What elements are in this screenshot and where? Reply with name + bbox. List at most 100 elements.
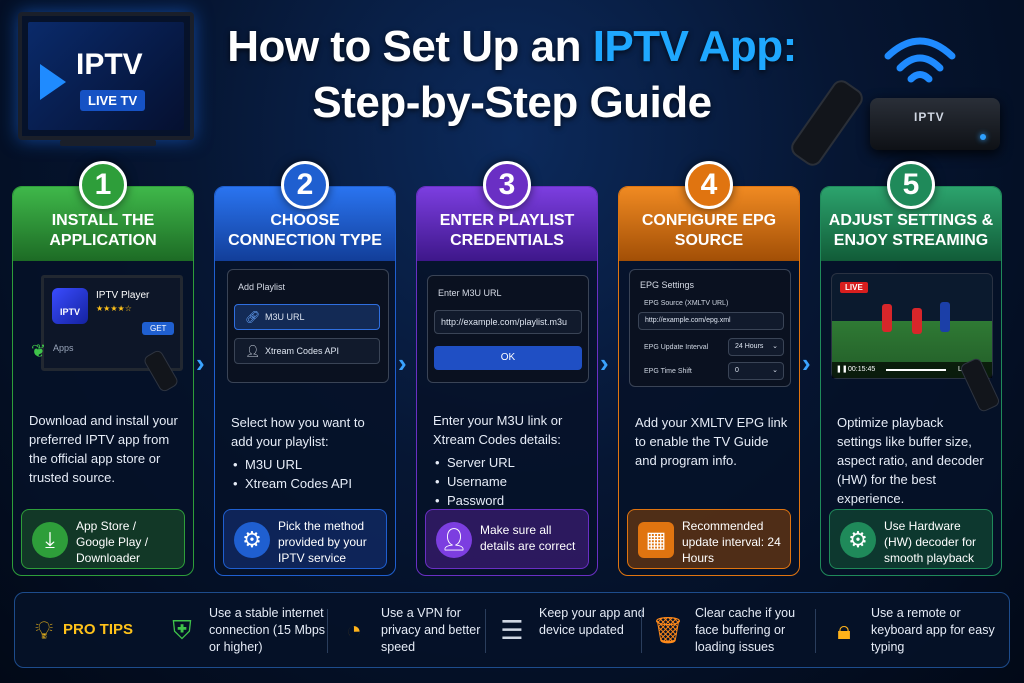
pro-tips-label: PRO TIPS bbox=[63, 621, 134, 638]
player-figure bbox=[882, 304, 892, 332]
bullet-item: Password bbox=[433, 491, 587, 510]
bullet-list: Server URL Username Password bbox=[433, 453, 587, 510]
play-icon bbox=[40, 64, 66, 100]
bullet-item: M3U URL bbox=[231, 455, 385, 474]
app-name: IPTV Player bbox=[96, 290, 150, 301]
interval-select[interactable]: 24 Hours ⌄ bbox=[728, 338, 784, 356]
epg-settings-mock: EPG Settings EPG Source (XMLTV URL) http… bbox=[629, 269, 791, 387]
tv-stand bbox=[60, 140, 156, 146]
m3u-option[interactable]: 🔗︎ M3U URL bbox=[234, 304, 380, 330]
add-playlist-mock: Add Playlist 🔗︎ M3U URL 👤︎ Xtream Codes … bbox=[227, 269, 389, 383]
chevron-down-icon: ⌄ bbox=[772, 343, 778, 350]
step-tip: ▦ Recommended update interval: 24 Hours bbox=[627, 509, 791, 569]
page-title-line1: How to Set Up an IPTV App: bbox=[0, 22, 1024, 72]
time-shift-label: EPG Time Shift bbox=[644, 368, 692, 375]
step-title: Install the Application bbox=[49, 212, 157, 249]
step-number: 1 bbox=[79, 161, 127, 209]
chevron-right-icon: › bbox=[196, 348, 205, 378]
m3u-url-input[interactable]: http://example.com/playlist.m3u bbox=[434, 310, 582, 334]
step-description: Add your XMLTV EPG link to enable the TV… bbox=[635, 415, 788, 468]
ok-button[interactable]: OK bbox=[434, 346, 582, 370]
chevron-right-icon: › bbox=[802, 348, 811, 378]
live-badge: LIVE bbox=[840, 282, 868, 293]
page-title-line2: Step-by-Step Guide bbox=[312, 78, 712, 127]
step-card-2: 2 Choose Connection Type Add Playlist 🔗︎… bbox=[214, 161, 396, 576]
pro-tip-text: Use a remote or keyboard app for easy ty… bbox=[871, 606, 995, 654]
get-button[interactable]: GET bbox=[142, 322, 175, 335]
interval-value: 24 Hours bbox=[735, 343, 764, 350]
player-figure bbox=[912, 308, 922, 334]
tip-text: App Store / Google Play / Downloader bbox=[76, 519, 149, 565]
shield-check-icon: ⛨ bbox=[172, 615, 192, 645]
tv-logo-text: IPTV bbox=[76, 48, 143, 81]
xtream-option[interactable]: 👤︎ Xtream Codes API bbox=[234, 338, 380, 364]
gear-icon: ⚙ bbox=[840, 522, 876, 558]
lock-icon: 🔒︎ bbox=[837, 615, 851, 645]
bullet-list: M3U URL Xtream Codes API bbox=[231, 455, 385, 493]
download-icon: ⤓ bbox=[32, 522, 68, 558]
step-card-4: 4 Configure EPG Source EPG Settings EPG … bbox=[618, 161, 800, 576]
description-text: Enter your M3U link or Xtream Codes deta… bbox=[433, 413, 563, 447]
user-icon: 👤︎ bbox=[245, 344, 261, 358]
step-title: Choose Connection Type bbox=[228, 212, 382, 249]
step-tip: ⤓ App Store / Google Play / Downloader bbox=[21, 509, 185, 569]
tip-text: Make sure all details are correct bbox=[480, 523, 576, 553]
app-rating: ★★★★☆ bbox=[96, 304, 132, 313]
user-icon: 👤︎ bbox=[436, 522, 472, 558]
bullet-item: Server URL bbox=[433, 453, 587, 472]
step-card-5: 5 Adjust Settings & Enjoy Streaming LIVE… bbox=[820, 161, 1002, 576]
step-description: Download and install your preferred IPTV… bbox=[29, 413, 178, 485]
pro-tip-text: Keep your app and device updated bbox=[539, 606, 645, 637]
divider bbox=[641, 609, 642, 653]
epg-source-input[interactable]: http://example.com/epg.xml bbox=[638, 312, 784, 330]
progress-track[interactable] bbox=[886, 369, 946, 371]
title-prefix: How to Set Up an bbox=[227, 22, 593, 71]
mock-heading: Add Playlist bbox=[238, 282, 286, 292]
pause-icon[interactable]: ❚❚ bbox=[836, 366, 848, 373]
title-highlight: IPTV App: bbox=[592, 22, 798, 71]
option-label: Xtream Codes API bbox=[265, 346, 340, 356]
chevron-right-icon: › bbox=[600, 348, 609, 378]
description-text: Select how you want to add your playlist… bbox=[231, 415, 365, 449]
video-player-mock: LIVE ❚❚ 00:15:45 LIVE bbox=[831, 273, 993, 379]
wifi-icon bbox=[884, 37, 956, 83]
step-description: Enter your M3U link or Xtream Codes deta… bbox=[433, 411, 587, 510]
pro-tips-bar: 💡︎ PRO TIPS ⛨ Use a stable internet conn… bbox=[14, 592, 1010, 668]
step-description: Select how you want to add your playlist… bbox=[231, 413, 385, 493]
step-number: 3 bbox=[483, 161, 531, 209]
step-tip: 👤︎ Make sure all details are correct bbox=[425, 509, 589, 569]
interval-label: EPG Update Interval bbox=[644, 344, 709, 351]
checklist-icon: ☰ bbox=[500, 615, 524, 645]
step-title: Configure EPG Source bbox=[641, 212, 777, 249]
step-description: Optimize playback settings like buffer s… bbox=[837, 415, 984, 506]
playback-time: 00:15:45 bbox=[848, 366, 876, 373]
speedometer-icon: ◔ bbox=[346, 615, 362, 645]
time-shift-select[interactable]: 0⌄ bbox=[728, 362, 784, 380]
plant-icon: ❦ bbox=[31, 341, 47, 361]
mock-heading: Enter M3U URL bbox=[438, 288, 502, 298]
step-title: Adjust Settings & Enjoy Streaming bbox=[828, 212, 994, 249]
tv-guide-icon: ▦ bbox=[638, 522, 674, 558]
step-number: 2 bbox=[281, 161, 329, 209]
step-tip: ⚙ Use Hardware (HW) decoder for smooth p… bbox=[829, 509, 993, 569]
step-title: Enter Playlist Credentials bbox=[439, 212, 575, 249]
player-figure bbox=[940, 302, 950, 332]
step-number: 5 bbox=[887, 161, 935, 209]
bullet-item: Xtream Codes API bbox=[231, 474, 385, 493]
tip-text: Use Hardware (HW) decoder for smooth pla… bbox=[884, 519, 977, 565]
shift-value: 0 bbox=[735, 367, 739, 374]
link-icon: 🔗︎ bbox=[245, 310, 261, 324]
led-icon bbox=[980, 134, 986, 140]
bullet-item: Username bbox=[433, 472, 587, 491]
trash-icon: 🗑︎ bbox=[651, 615, 685, 645]
epg-source-label: EPG Source (XMLTV URL) bbox=[644, 300, 729, 307]
divider bbox=[485, 609, 486, 653]
chevron-right-icon: › bbox=[398, 348, 407, 378]
option-label: M3U URL bbox=[265, 312, 305, 322]
tv-live-badge: LIVE TV bbox=[80, 90, 146, 111]
step-card-3: 3 Enter Playlist Credentials Enter M3U U… bbox=[416, 161, 598, 576]
app-logo-icon: IPTV bbox=[52, 288, 88, 324]
m3u-entry-mock: Enter M3U URL http://example.com/playlis… bbox=[427, 275, 589, 383]
chevron-down-icon: ⌄ bbox=[772, 367, 778, 374]
divider bbox=[327, 609, 328, 653]
